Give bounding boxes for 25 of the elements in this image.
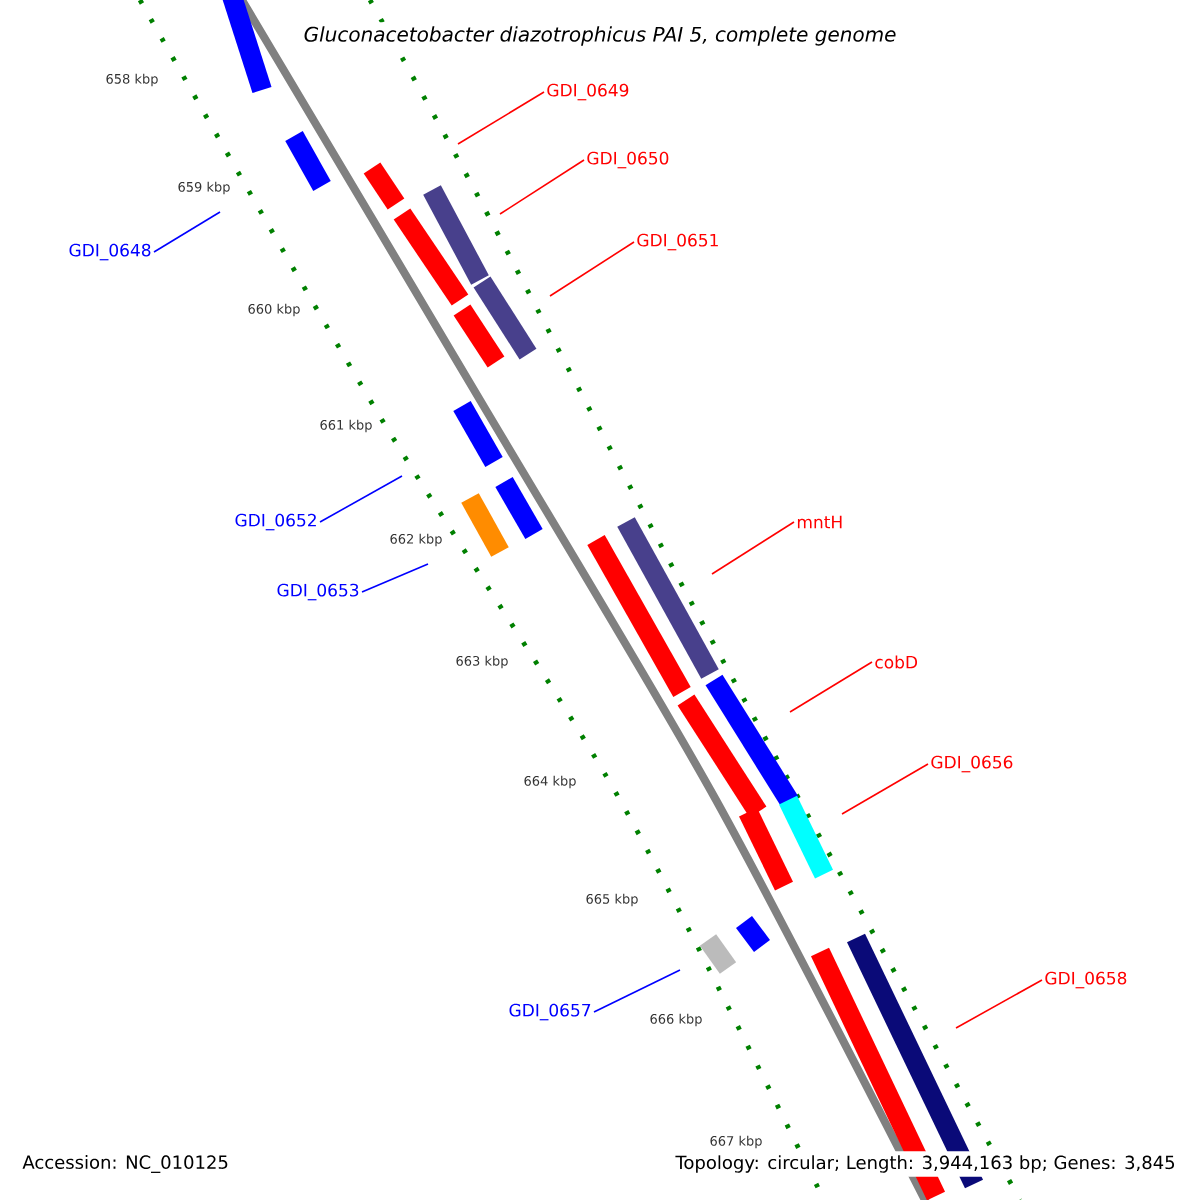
gene-label: GDI_0648 bbox=[69, 243, 151, 261]
leader-line bbox=[711, 521, 795, 575]
info-text: Accession: NC_010125 bbox=[18, 1151, 233, 1177]
title: Gluconacetobacter diazotrophicus PAI 5, complete genome bbox=[299, 22, 901, 50]
leader-line bbox=[499, 159, 585, 215]
gene-label: GDI_0653 bbox=[277, 583, 359, 601]
gene-label: GDI_0652 bbox=[235, 513, 316, 531]
leader-line bbox=[789, 661, 873, 713]
leader-line bbox=[955, 979, 1043, 1029]
gene-label: cobD bbox=[875, 655, 918, 669]
leader-line bbox=[153, 211, 221, 253]
gene-label: mntH bbox=[797, 515, 842, 529]
leader-line bbox=[841, 763, 929, 815]
gene-label: GDI_0657 bbox=[509, 1003, 591, 1021]
leader-line bbox=[361, 563, 429, 593]
gene-label: GDI_0650 bbox=[587, 151, 669, 169]
gene-label: GDI_0658 bbox=[1045, 971, 1127, 989]
gene-label: GDI_0651 bbox=[637, 233, 718, 251]
info-text: Topology: circular; Length: 3,944,163 bp; Genes: 3,845 bbox=[671, 1151, 1180, 1177]
leader-line bbox=[319, 475, 403, 523]
leader-line bbox=[549, 241, 635, 297]
gene-label: GDI_0656 bbox=[931, 755, 1013, 773]
leader-line bbox=[457, 91, 545, 145]
gene-label: GDI_0649 bbox=[547, 83, 629, 101]
leader-line bbox=[593, 969, 681, 1013]
